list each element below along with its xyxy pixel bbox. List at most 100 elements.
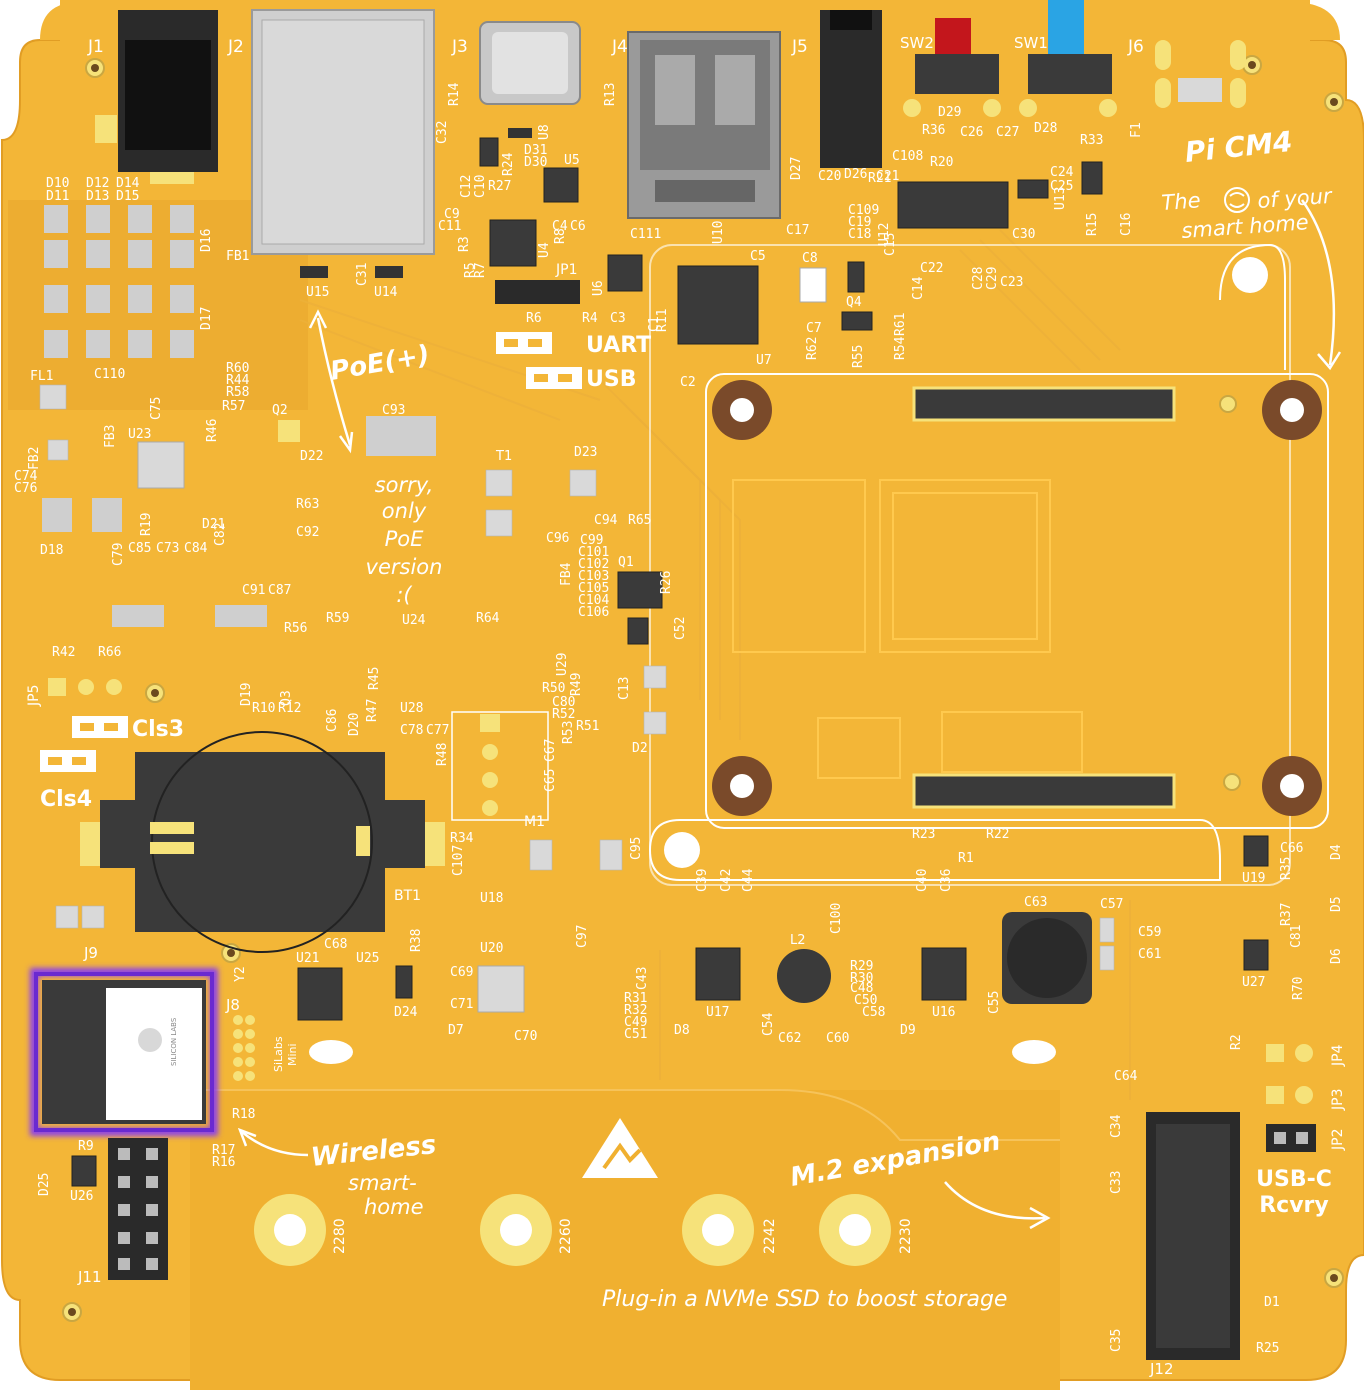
ref-label: U25: [356, 951, 379, 966]
ref-label: R29: [850, 959, 873, 974]
ref-label: C61: [1138, 947, 1161, 962]
ref-label: D11: [46, 189, 69, 204]
ref-label: C69: [450, 965, 473, 980]
ref-label: U18: [480, 891, 503, 906]
ref-label: D22: [300, 449, 323, 464]
uart-label: UART: [586, 333, 651, 358]
reference-designators: D10 D11 D12 D13 D14 D15 D16 D17 D18 D19 …: [14, 82, 1344, 1356]
ref-label: Q1: [618, 555, 634, 570]
ref-label: D13: [86, 189, 109, 204]
ref-label: C43: [635, 967, 650, 990]
ref-label: D25: [37, 1173, 52, 1196]
ref-label: C65: [543, 769, 558, 792]
ref-label: C100: [829, 903, 844, 934]
ref-label: D20: [347, 713, 362, 736]
ref-label: C63: [1024, 895, 1047, 910]
ref-label: R33: [1080, 133, 1103, 148]
rcvry-label: Rcvry: [1259, 1193, 1329, 1218]
ref-label: D16: [199, 229, 214, 252]
ref-label: U14: [374, 285, 398, 300]
ref-label: Q2: [272, 403, 288, 418]
ref-label: C16: [1119, 213, 1134, 236]
ref-label: R14: [447, 82, 462, 106]
jumpers: [40, 280, 1316, 1152]
j8-label: J8: [225, 996, 240, 1014]
nvme-label: Plug-in a NVMe SSD to boost storage: [602, 1287, 1007, 1312]
ref-label: R3: [457, 236, 472, 252]
ref-label: C3: [610, 311, 626, 326]
ref-label: U16: [932, 1005, 955, 1020]
ref-label: U5: [564, 153, 580, 168]
ref-label: C91: [242, 583, 265, 598]
jp1-label: JP1: [555, 262, 577, 278]
ref-label: C13: [617, 677, 632, 700]
ref-label: C10: [473, 175, 488, 198]
ref-label: C71: [450, 997, 473, 1012]
silk-arrows: [237, 199, 1342, 1230]
ref-label: R63: [296, 497, 319, 512]
ref-label: C99: [580, 533, 603, 548]
ref-label: R24: [501, 152, 516, 176]
jp4-label: JP4: [1330, 1044, 1346, 1067]
cm4-holes: [664, 257, 1322, 868]
hole-centers: [68, 61, 1338, 1316]
ref-label: D27: [789, 157, 804, 180]
ref-label: U17: [706, 1005, 729, 1020]
sorry-line-5: :(: [396, 583, 412, 607]
silabs-selection[interactable]: [34, 972, 214, 1132]
silicon-labs-text: SILICON LABS: [170, 1017, 178, 1066]
ref-label: C34: [1109, 1114, 1124, 1138]
sw1-label: SW1: [1014, 34, 1048, 52]
ref-label: U10: [711, 221, 726, 244]
ics: [71, 128, 1269, 1187]
ref-label: C93: [382, 403, 405, 418]
ref-label: FB3: [103, 425, 118, 448]
ref-label: C75: [149, 397, 164, 420]
ref-label: R46: [205, 419, 220, 442]
ref-label: D17: [199, 307, 214, 330]
ref-label: R70: [1291, 977, 1306, 1000]
ref-label: C40: [915, 869, 930, 892]
ref-label: C79: [111, 543, 126, 566]
ref-label: D9: [900, 1023, 916, 1038]
ref-label: R4: [582, 311, 598, 326]
ref-label: C54: [761, 1012, 776, 1036]
ref-label: C103: [578, 569, 609, 584]
j5-label: J5: [791, 37, 808, 57]
brain-icon: [1224, 187, 1250, 213]
sorry-line-4: version: [366, 555, 443, 579]
silabs-mini-label: Mini: [286, 1043, 299, 1066]
ref-label: C22: [920, 261, 943, 276]
ref-label: R65: [628, 513, 651, 528]
ref-label: R45: [367, 667, 382, 690]
ref-label: C4: [552, 219, 568, 234]
ref-label: C21: [876, 169, 899, 184]
sorry-line-3: PoE: [385, 527, 425, 551]
ref-label: C78: [400, 723, 423, 738]
ref-label: R2: [1229, 1034, 1244, 1050]
ref-label: R19: [139, 513, 154, 536]
ref-label: C42: [719, 869, 734, 892]
ref-label: C32: [435, 121, 450, 144]
ref-label: C110: [94, 367, 125, 382]
ref-label: C28: [971, 267, 986, 290]
ref-label: D30: [524, 155, 547, 170]
poe-diode-pads: [42, 205, 436, 627]
ref-label: C15: [883, 233, 898, 256]
j12-m2-connector: [1146, 1112, 1240, 1360]
ref-label: C55: [987, 991, 1002, 1014]
ref-label: U26: [70, 1189, 93, 1204]
ref-label: U28: [400, 701, 423, 716]
ref-label: D18: [40, 543, 63, 558]
ref-label: U24: [402, 613, 426, 628]
ref-label: R38: [409, 929, 424, 952]
ref-label: FB4: [559, 562, 574, 586]
ref-label: U29: [555, 653, 570, 676]
ref-label: R27: [488, 179, 511, 194]
j11-label: J11: [77, 1268, 102, 1286]
ref-label: C48: [850, 981, 873, 996]
ref-label: C70: [514, 1029, 537, 1044]
j11-header: [108, 1138, 168, 1280]
ref-label: C87: [268, 583, 291, 598]
